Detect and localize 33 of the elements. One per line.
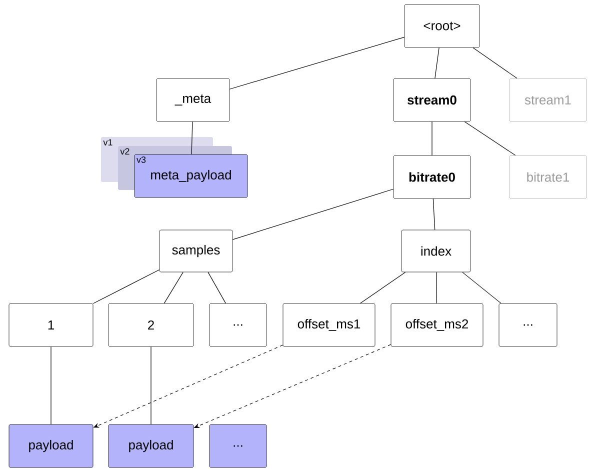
connector-line: [208, 272, 226, 304]
connector-line: [434, 47, 440, 79]
connector-line: [232, 188, 394, 240]
tree-node-box: 1: [8, 303, 94, 347]
payload-box: payload: [8, 424, 94, 468]
connector-line: [150, 346, 152, 425]
connector-line: [164, 272, 184, 304]
connector-line: [50, 346, 52, 425]
connector-line: [360, 272, 406, 304]
payload-box: payload: [108, 424, 194, 468]
tree-node-box: ...: [498, 303, 558, 347]
tree-node-box: 2: [108, 303, 194, 347]
connector-line: [462, 272, 502, 304]
tree-node-box: offset_ms1: [282, 303, 376, 347]
connector-line: [432, 198, 436, 230]
tree-node-box: bitrate1: [509, 155, 587, 199]
tree-node-box: bitrate0: [393, 155, 471, 199]
payload-box: meta_payload v3: [134, 154, 248, 198]
tree-node-box: stream1: [509, 78, 587, 122]
payload-box: ...: [209, 424, 267, 468]
connector-line: [464, 121, 516, 156]
connector-line: [92, 269, 160, 304]
tree-node-box: samples: [159, 230, 233, 272]
connector-line: [191, 121, 193, 155]
connector-line: [436, 272, 438, 304]
tree-node-box: ...: [209, 303, 267, 347]
connector-line: [472, 47, 518, 79]
tree-node-box: _meta: [156, 78, 230, 122]
tree-node-box: <root>: [404, 4, 480, 48]
tree-node-box: index: [401, 230, 471, 272]
tree-node-box: stream0: [393, 78, 471, 122]
tree-node-box: offset_ms2: [390, 303, 484, 347]
connector-line: [229, 36, 405, 90]
